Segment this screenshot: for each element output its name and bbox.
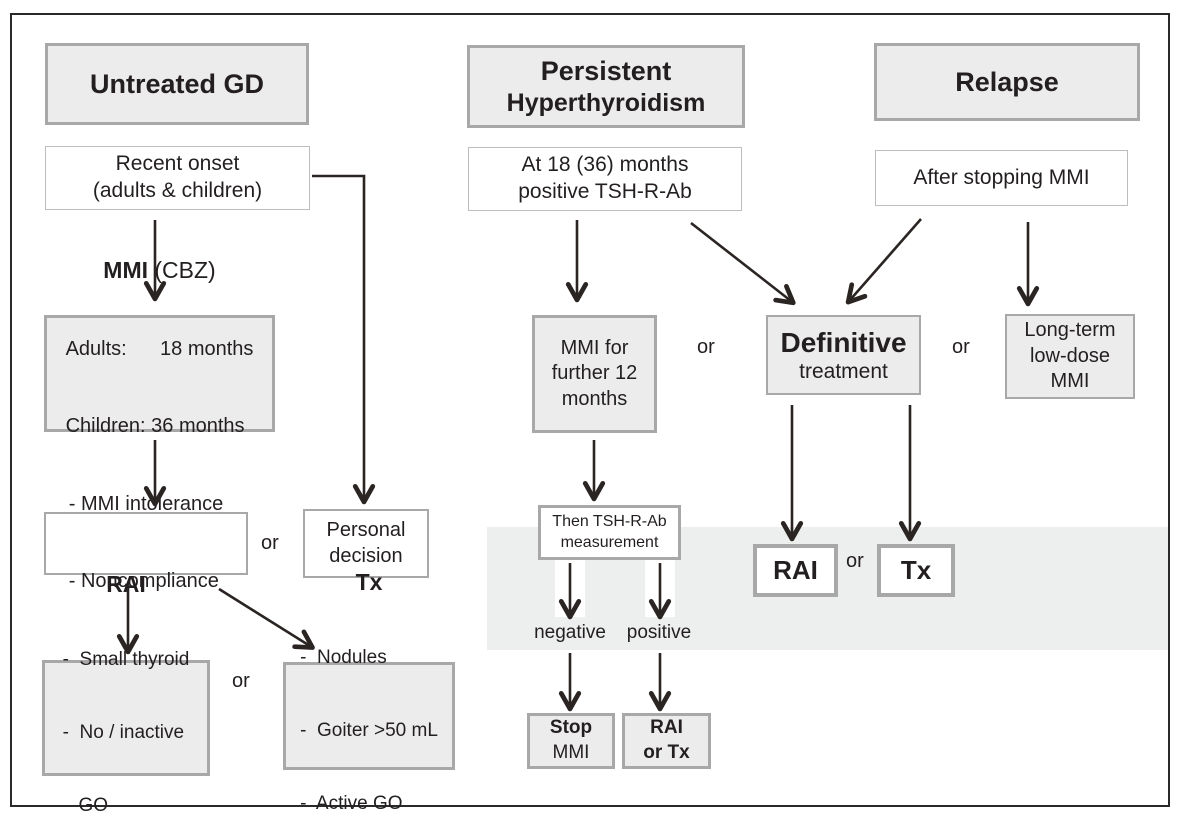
- relapse-label: Relapse: [955, 66, 1059, 97]
- mmi-further-line2: further 12: [551, 362, 638, 385]
- node-longterm-lowdose-mmi: Long-term low-dose MMI: [1005, 314, 1135, 399]
- node-untreated-gd: Untreated GD: [45, 43, 309, 125]
- or-label-rai-tx-mid: or: [846, 550, 864, 572]
- node-after-stopping-mmi: After stopping MMI: [875, 150, 1128, 206]
- persistent-line2: Hyperthyroidism: [506, 88, 706, 117]
- or-label-intolerance-personal: or: [261, 532, 279, 554]
- recent-onset-line1: Recent onset: [115, 152, 240, 176]
- tx-mid-label: Tx: [900, 554, 932, 585]
- or-label-mmi-definitive: or: [697, 336, 715, 358]
- node-definitive-treatment: Definitive treatment: [766, 315, 921, 395]
- longterm-line1: Long-term: [1024, 319, 1116, 342]
- intolerance-line1: - MMI intolerance: [68, 493, 224, 516]
- mmi-cbz-title: MMI (CBZ): [103, 256, 215, 285]
- node-recent-onset: Recent onset (adults & children): [45, 146, 310, 210]
- then-tshrab-line1: Then TSH-R-Ab: [552, 513, 667, 531]
- at18-line2: positive TSH-R-Ab: [518, 180, 692, 203]
- arrow-backdrop-strip: [555, 559, 585, 617]
- or-label-definitive-longterm: or: [952, 336, 970, 358]
- node-at-18-months: At 18 (36) months positive TSH-R-Ab: [468, 147, 742, 211]
- rai-left-title: RAI: [106, 570, 146, 597]
- persistent-line1: Persistent: [540, 56, 672, 87]
- node-tx-left: Tx - Nodules - Goiter >50 mL - Active GO: [283, 569, 455, 814]
- node-personal-decision: Personal decision: [303, 509, 429, 578]
- node-mmi-intolerance: - MMI intolerance - Noncompliance: [44, 493, 248, 592]
- outer-frame: [10, 13, 1170, 807]
- tx-left-item2: - Goiter >50 mL: [300, 719, 438, 741]
- or-label-rai-tx-left: or: [232, 670, 250, 692]
- rai-mid-label: RAI: [773, 554, 818, 585]
- longterm-line3: MMI: [1050, 370, 1090, 393]
- tx-left-item3: - Active GO: [300, 792, 403, 814]
- node-mmi-cbz: MMI (CBZ) Adults: 18 months Children: 36…: [44, 257, 275, 437]
- longterm-line2: low-dose: [1029, 344, 1111, 367]
- personal-decision-line1: Personal: [326, 518, 406, 541]
- node-tx-mid: Tx: [877, 544, 955, 597]
- definitive-line1: Definitive: [780, 326, 907, 358]
- tx-left-list: - Nodules - Goiter >50 mL - Active GO: [300, 597, 438, 816]
- mmi-cbz-title-rest: (CBZ): [148, 257, 216, 284]
- node-rai-or-tx: RAI or Tx: [622, 713, 711, 769]
- recent-onset-line2: (adults & children): [92, 179, 263, 202]
- tx-left-item1: - Nodules: [300, 646, 387, 668]
- node-rai-left: RAI - Small thyroid - No / inactive GO: [42, 571, 210, 816]
- definitive-line2: treatment: [799, 360, 888, 384]
- mmi-adults-line: Adults: 18 months: [65, 338, 254, 361]
- rai-left-list: - Small thyroid - No / inactive GO: [63, 599, 190, 816]
- rai-or-tx-line1: RAI: [650, 717, 683, 739]
- at18-line1: At 18 (36) months: [521, 153, 689, 177]
- rai-left-item2: - No / inactive: [62, 721, 185, 743]
- mmi-children-line: Children: 36 months: [65, 414, 245, 437]
- stop-mmi-line2: MMI: [552, 742, 590, 763]
- node-relapse: Relapse: [874, 43, 1140, 121]
- tx-left-title: Tx: [355, 568, 383, 595]
- mmi-cbz-title-bold: MMI: [103, 257, 148, 284]
- rai-left-item1: - Small thyroid: [62, 648, 190, 670]
- negative-label: negative: [534, 622, 606, 643]
- node-stop-mmi: Stop MMI: [527, 713, 615, 769]
- after-stopping-label: After stopping MMI: [913, 165, 1090, 189]
- then-tshrab-line2: measurement: [560, 533, 659, 551]
- mmi-further-line3: months: [561, 387, 628, 410]
- stop-mmi-line1: Stop: [549, 717, 593, 739]
- mmi-cbz-durations: Adults: 18 months Children: 36 months: [66, 286, 254, 491]
- intolerance-line2: - Noncompliance: [68, 570, 219, 593]
- positive-label: positive: [626, 622, 692, 643]
- node-persistent-hyperthyroidism: Persistent Hyperthyroidism: [467, 45, 745, 128]
- node-mmi-further-12: MMI for further 12 months: [532, 315, 657, 433]
- rai-left-item3: GO: [62, 794, 109, 816]
- node-rai-mid: RAI: [753, 544, 838, 597]
- node-untreated-gd-label: Untreated GD: [89, 68, 265, 99]
- node-then-tshrab: Then TSH-R-Ab measurement: [538, 505, 681, 560]
- arrow-backdrop-strip: [645, 559, 675, 617]
- rai-or-tx-line2: or Tx: [643, 742, 690, 763]
- mmi-further-line1: MMI for: [560, 336, 629, 359]
- personal-decision-line2: decision: [329, 544, 403, 567]
